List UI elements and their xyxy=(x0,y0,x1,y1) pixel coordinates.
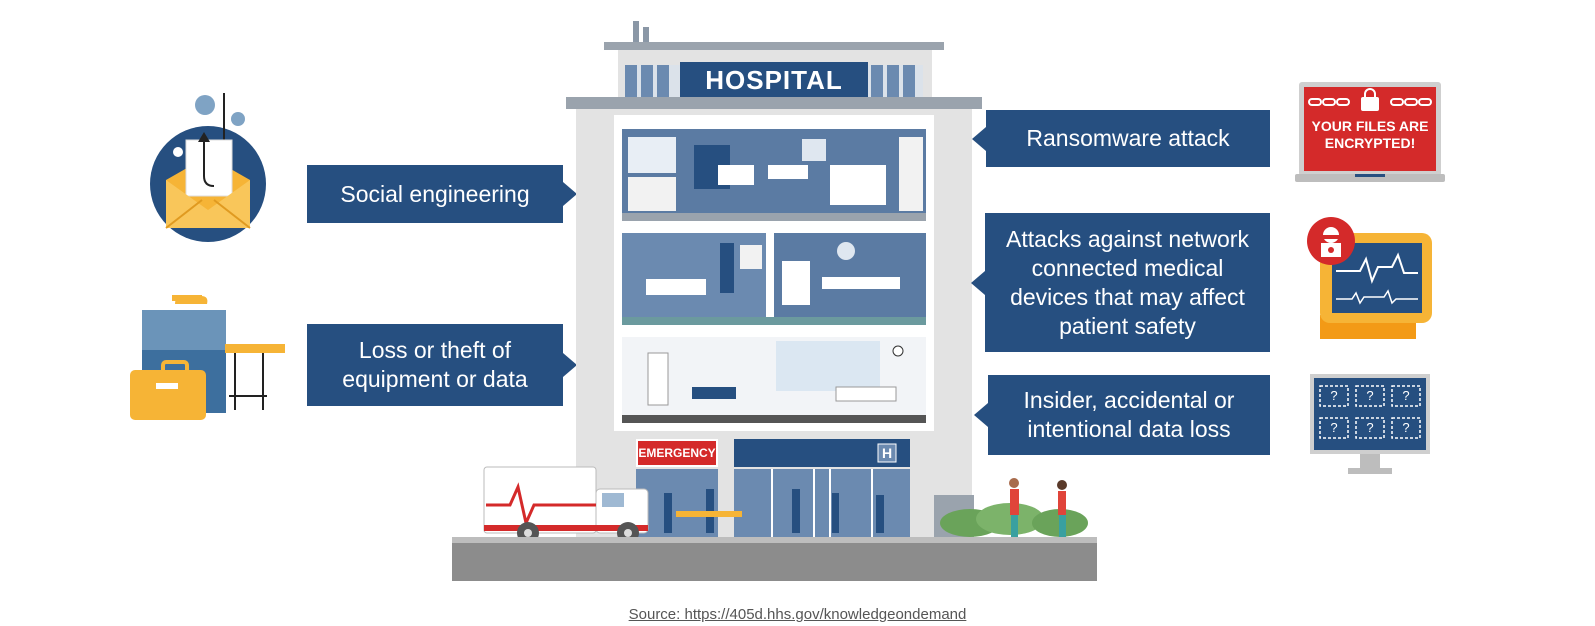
threat-data-loss: Insider, accidental or intentional data … xyxy=(974,375,1270,455)
h-sign: H xyxy=(881,445,893,461)
missing-file-mark: ? xyxy=(1366,388,1374,403)
hacked-monitor-icon xyxy=(1307,217,1432,339)
ransomware-message: YOUR FILES ARE ENCRYPTED! xyxy=(1311,118,1429,151)
briefcase-desk-icon xyxy=(130,295,285,420)
phishing-envelope-icon xyxy=(150,93,266,242)
missing-file-mark: ? xyxy=(1366,420,1374,435)
threat-medical-devices: Attacks against network connected medica… xyxy=(971,213,1270,352)
missing-file-mark: ? xyxy=(1402,420,1410,435)
missing-file-mark: ? xyxy=(1402,388,1410,403)
emergency-sign: EMERGENCY xyxy=(638,446,716,460)
hospital-sign: HOSPITAL xyxy=(705,65,843,95)
missing-file-mark: ? xyxy=(1330,420,1338,435)
ransomware-laptop-icon: YOUR FILES ARE ENCRYPTED! xyxy=(1295,80,1445,184)
hospital-building xyxy=(452,21,1097,581)
threat-social-engineering: Social engineering xyxy=(307,165,577,223)
missing-file-mark: ? xyxy=(1330,388,1338,403)
missing-files-monitor-icon: ? ? ? ? ? ? xyxy=(1308,372,1432,478)
threat-loss-theft: Loss or theft of equipment or data xyxy=(307,324,577,406)
source-link[interactable]: Source: https://405d.hhs.gov/knowledgeon… xyxy=(628,606,967,623)
threat-ransomware: Ransomware attack xyxy=(972,110,1270,167)
